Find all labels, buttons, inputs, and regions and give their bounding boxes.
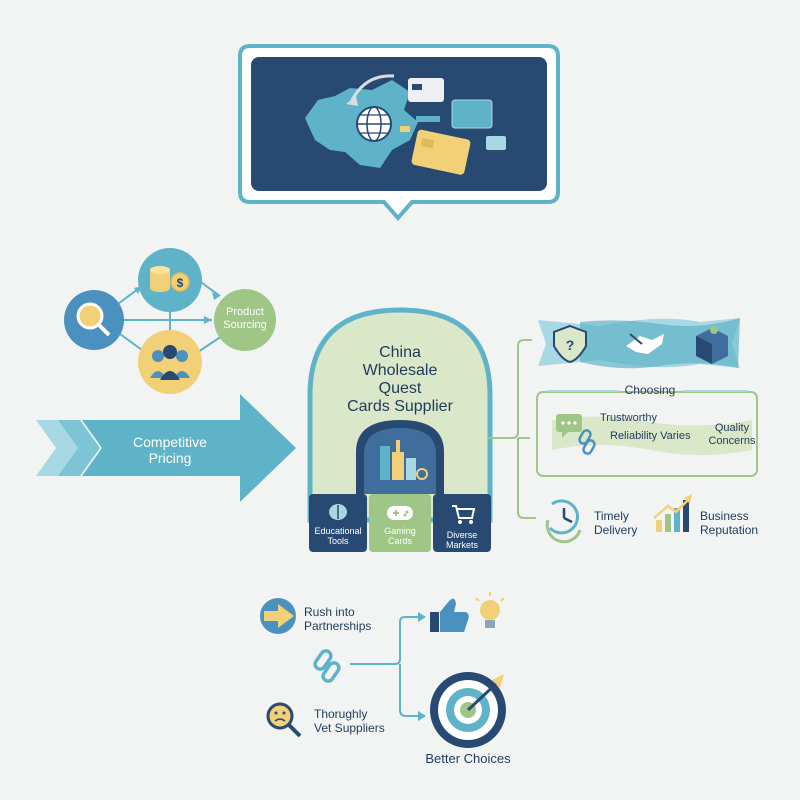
chain-link-icon (313, 649, 341, 683)
category-tile-educational (309, 494, 367, 552)
right-connectors (488, 339, 536, 519)
handshake-icon (626, 333, 664, 354)
cart-icon (452, 505, 476, 524)
category-tile-gaming (369, 494, 431, 552)
target-icon (430, 672, 506, 748)
growth-chart-icon (653, 494, 692, 532)
trustworthy-label: Trustworthy (600, 412, 658, 424)
product-sourcing-node (214, 289, 276, 351)
rush-label: Rush into Partnerships (304, 605, 372, 633)
card-icon (411, 129, 471, 175)
factory-icon (380, 440, 428, 480)
timely-delivery-label: Timely Delivery (594, 509, 638, 537)
competitive-pricing-arrow (36, 394, 296, 502)
business-reputation-label: Business Reputation (700, 509, 759, 537)
quality-label: Quality Concerns (708, 422, 756, 447)
decision-tree (260, 592, 506, 748)
arrow-right-icon (260, 598, 296, 634)
magnifier-box-icon (64, 290, 124, 350)
people-group-icon (138, 330, 202, 394)
risk-ribbon: ? (538, 318, 740, 369)
header-bubble (238, 44, 560, 222)
choosing-box (536, 390, 758, 477)
product-sourcing-label: Product Sourcing (223, 306, 267, 331)
gamepad-icon (387, 506, 413, 520)
sourcing-network: $ (64, 248, 276, 394)
main-supplier (307, 307, 493, 552)
choosing-title: Choosing (624, 383, 676, 397)
lightbulb-icon (475, 592, 505, 628)
card-icon (451, 99, 493, 129)
link-icon (578, 429, 596, 455)
better-choices-label: Better Choices (425, 751, 511, 766)
package-icon (696, 326, 728, 364)
competitive-pricing-label: Competitive Pricing (133, 434, 207, 467)
coins-icon: $ (138, 248, 202, 312)
sad-search-icon (266, 702, 302, 738)
card-icon (486, 136, 506, 150)
refresh-arrow-icon (350, 74, 395, 101)
chat-bubble-icon (556, 414, 582, 438)
shield-icon (553, 324, 587, 364)
category-label-gaming: Gaming Cards (384, 526, 416, 547)
globe-icon (356, 106, 392, 142)
thumbs-up-icon (430, 598, 469, 632)
svg-text:$: $ (177, 276, 184, 290)
brain-icon (329, 504, 347, 520)
category-label-diverse: Diverse Markets (445, 530, 478, 551)
category-tile-diverse (433, 494, 491, 552)
reliability-label: Reliability Varies (610, 430, 691, 442)
vet-label: Thorughly Vet Suppliers (314, 707, 385, 735)
outcomes-row (545, 494, 692, 544)
category-label-educational: Educational Tools (314, 526, 362, 547)
svg-text:?: ? (566, 337, 575, 353)
supplier-title: China Wholesale Quest Cards Supplier (347, 344, 453, 415)
clock-cycle-icon (545, 499, 582, 544)
